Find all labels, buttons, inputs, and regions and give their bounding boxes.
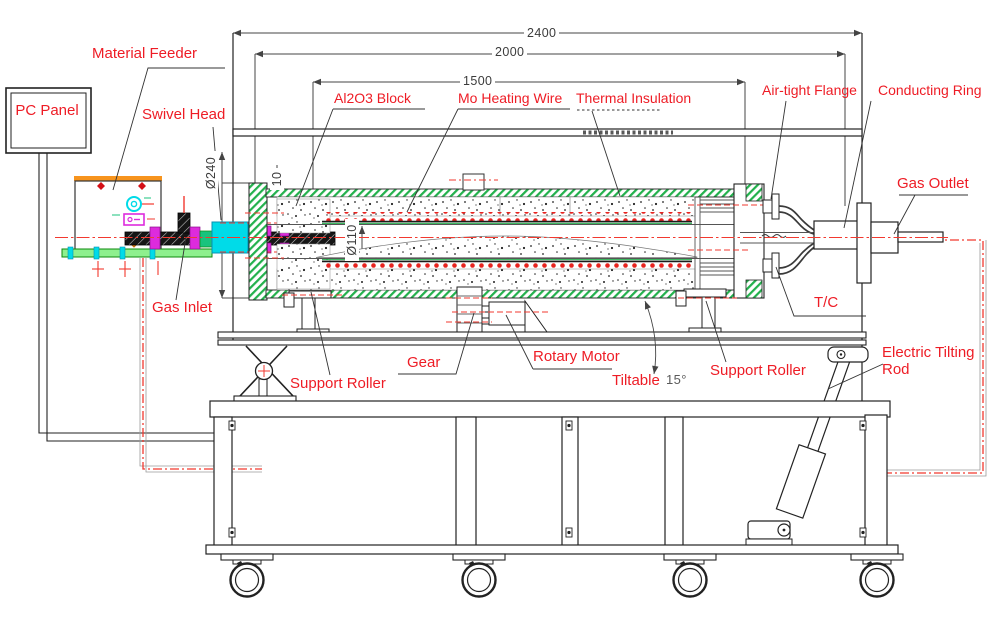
label-thermal-insulation: Thermal Insulation (576, 90, 692, 106)
label-rotary-motor: Rotary Motor (533, 348, 620, 365)
feeder-dial-icon (126, 196, 154, 212)
material-bed (315, 235, 698, 258)
label-material-feeder: Material Feeder (92, 45, 198, 62)
feeder-base-bolts (67, 246, 156, 260)
electrode-wires (761, 205, 817, 275)
caster-wheel (220, 553, 274, 598)
dim-inner-diameter: Ø110 (345, 219, 359, 261)
mo-heating-wire-rows (322, 212, 692, 271)
caster-wheels (220, 553, 904, 598)
dim-2000: 2000 (492, 45, 528, 59)
caster-wheel (850, 553, 904, 598)
chimney-port (462, 173, 485, 191)
dim-2400: 2400 (524, 26, 560, 40)
air-tight-flange-assembly (762, 193, 780, 279)
furnace-right-section (694, 197, 734, 290)
label-support-roller-left: Support Roller (290, 375, 386, 392)
dim-1500: 1500 (460, 74, 496, 88)
caster-wheel (663, 553, 717, 598)
label-pc-panel: PC Panel (15, 102, 79, 119)
feeder-anchor-marks (92, 261, 159, 277)
support-roller-right-assembly (675, 288, 737, 334)
bearing-plate (856, 202, 872, 284)
label-gear: Gear (407, 354, 441, 371)
tilt-frame-rails (217, 331, 867, 346)
dim-outer-diameter: Ø240 (204, 151, 218, 195)
label-tilt-angle: 15° (666, 372, 687, 387)
label-electric-tilting-rod: Electric Tilting Rod (882, 344, 975, 378)
cart-bottom-rail (205, 544, 899, 555)
trace-dashes (245, 204, 770, 259)
label-tiltable: Tiltable (612, 372, 660, 389)
cart-top-slab (209, 400, 891, 418)
label-air-tight-flange: Air-tight Flange (762, 82, 857, 98)
rotary-motor-block (488, 301, 526, 326)
feeder-bolt-marks (97, 182, 146, 190)
trunnion-stand (233, 345, 297, 403)
conducting-ring (813, 220, 861, 250)
feeder-switch-icon (112, 213, 155, 226)
label-al2o3-block: Al2O3 Block (334, 90, 412, 106)
cart (205, 400, 899, 556)
label-gas-inlet: Gas Inlet (152, 299, 213, 316)
label-support-roller-right: Support Roller (710, 362, 806, 379)
label-thermocouple: T/C (814, 294, 839, 311)
panel-screws (228, 420, 867, 538)
label-conducting-ring: Conducting Ring (878, 82, 982, 98)
cable-run (38, 153, 215, 442)
gear-block (456, 286, 483, 334)
pc-panel-box (5, 87, 92, 154)
caster-wheel (452, 553, 506, 598)
thermal-insulation-fill (276, 196, 696, 291)
label-gas-outlet: Gas Outlet (897, 175, 969, 192)
feeder-base-plate (61, 248, 213, 258)
label-swivel-head: Swivel Head (142, 106, 226, 123)
furnace-body (245, 173, 770, 301)
label-mo-heating-wire: Mo Heating Wire (458, 90, 563, 106)
dim-wall-thickness: 10 (270, 168, 284, 190)
gas-inlet-port (177, 212, 191, 234)
